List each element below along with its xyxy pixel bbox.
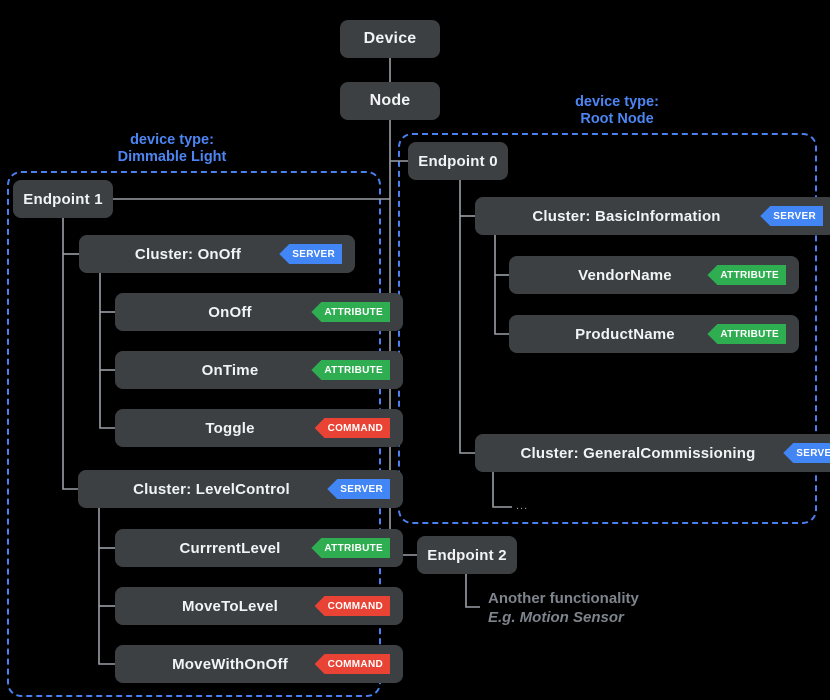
attribute-badge: ATTRIBUTE (707, 265, 786, 285)
cluster-generalcommissioning-box: Cluster: GeneralCommissioning SERVER (475, 434, 830, 472)
wire-basicinformation-down (494, 235, 509, 335)
server-badge: SERVER (783, 443, 830, 463)
device-type-caption: device type: (130, 132, 214, 148)
attribute-badge: ATTRIBUTE (311, 302, 390, 322)
wire-endpoint0-down (459, 180, 475, 454)
endpoint-0-box: Endpoint 0 (408, 142, 508, 180)
endpoint-1-box: Endpoint 1 (13, 180, 113, 218)
currentlevel-attribute-label: CurrrentLevel (179, 539, 281, 557)
command-badge: COMMAND (314, 418, 390, 438)
vendorname-label: VendorName (578, 266, 672, 284)
server-badge: SERVER (760, 206, 823, 226)
attribute-badge: ATTRIBUTE (311, 538, 390, 558)
command-badge: COMMAND (314, 654, 390, 674)
productname-label: ProductName (575, 325, 675, 343)
currentlevel-attribute-box: CurrrentLevel ATTRIBUTE (115, 529, 403, 567)
cluster-basicinformation-box: Cluster: BasicInformation SERVER (475, 197, 830, 235)
cluster-onoff-box: Cluster: OnOff SERVER (79, 235, 355, 273)
server-badge: SERVER (327, 479, 390, 499)
cluster-basicinformation-label: Cluster: BasicInformation (532, 207, 721, 225)
toggle-command-label: Toggle (205, 419, 255, 437)
endpoint-2-note-line2: E.g. Motion Sensor (488, 609, 624, 626)
node-label: Node (369, 92, 411, 109)
cluster-levelcontrol-box: Cluster: LevelControl SERVER (78, 470, 403, 508)
onoff-attribute-label: OnOff (208, 303, 252, 321)
toggle-command-box: Toggle COMMAND (115, 409, 403, 447)
ontime-attribute-box: OnTime ATTRIBUTE (115, 351, 403, 389)
server-badge: SERVER (279, 244, 342, 264)
movewithonoff-command-box: MoveWithOnOff COMMAND (115, 645, 403, 683)
endpoint-0-label: Endpoint 0 (418, 152, 498, 170)
node-box: Node (340, 82, 440, 120)
endpoint-2-note-line1: Another functionality (488, 590, 639, 607)
wire-generalcommissioning-ellipsis (492, 472, 512, 508)
movewithonoff-command-label: MoveWithOnOff (172, 655, 288, 673)
cluster-levelcontrol-label: Cluster: LevelControl (133, 480, 290, 498)
device-type-name: Dimmable Light (117, 149, 227, 165)
more-clusters-ellipsis: ... (516, 500, 529, 512)
endpoint-2-label: Endpoint 2 (427, 546, 507, 564)
onoff-attribute-box: OnOff ATTRIBUTE (115, 293, 403, 331)
endpoint-2-note: Another functionality E.g. Motion Sensor (488, 589, 639, 627)
device-box: Device (340, 20, 440, 58)
wire-endpoint2-note (465, 574, 480, 608)
command-badge: COMMAND (314, 596, 390, 616)
movetolevel-command-box: MoveToLevel COMMAND (115, 587, 403, 625)
attribute-badge: ATTRIBUTE (311, 360, 390, 380)
device-type-label-root-node: device type: Root Node (537, 94, 697, 128)
cluster-onoff-label: Cluster: OnOff (134, 245, 242, 263)
wire-levelcontrol-down (98, 508, 115, 665)
device-label: Device (363, 30, 417, 47)
wire-cluster-onoff-down (99, 273, 115, 429)
productname-attribute-box: ProductName ATTRIBUTE (509, 315, 799, 353)
vendorname-attribute-box: VendorName ATTRIBUTE (509, 256, 799, 294)
endpoint-1-label: Endpoint 1 (23, 190, 103, 208)
wire-endpoint1-down (62, 218, 78, 490)
device-type-label-dimmable-light: device type: Dimmable Light (92, 132, 252, 166)
device-type-caption: device type: (575, 94, 659, 110)
device-type-name: Root Node (580, 111, 654, 127)
ontime-attribute-label: OnTime (201, 361, 259, 379)
cluster-generalcommissioning-label: Cluster: GeneralCommissioning (520, 444, 756, 462)
attribute-badge: ATTRIBUTE (707, 324, 786, 344)
movetolevel-command-label: MoveToLevel (181, 597, 279, 615)
endpoint-2-box: Endpoint 2 (417, 536, 517, 574)
